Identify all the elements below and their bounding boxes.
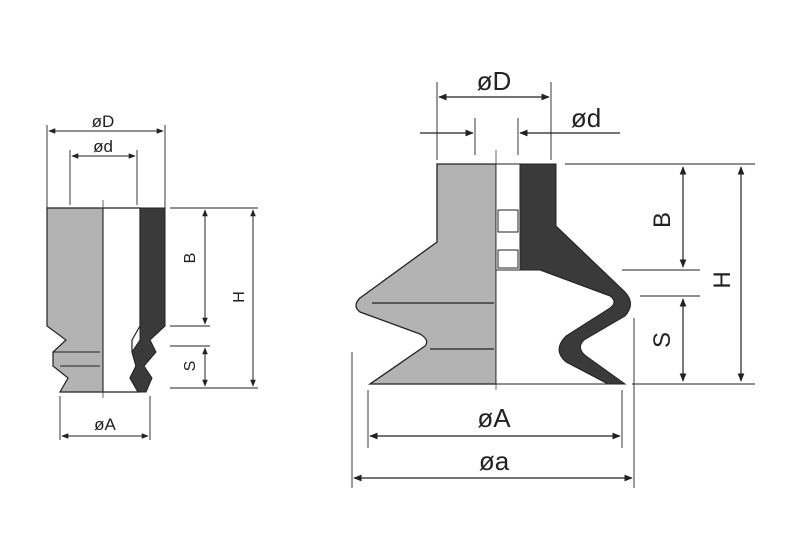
small-cup-right-wall <box>129 207 166 393</box>
small-label-outer-diameter: øD <box>92 112 115 131</box>
small-label-body-height: B <box>182 253 199 264</box>
large-label-inner-diameter: ød <box>571 103 601 133</box>
large-label-lip-diameter: øa <box>479 446 510 476</box>
small-label-stroke: S <box>182 361 199 372</box>
small-label-pad-diameter: øA <box>94 415 116 434</box>
large-label-pad-diameter: øA <box>477 403 511 433</box>
large-label-body-height: B <box>649 212 676 228</box>
large-label-total-height: H <box>709 271 736 288</box>
large-label-stroke: S <box>649 332 676 348</box>
large-label-outer-diameter: øD <box>477 66 512 96</box>
small-label-inner-diameter: ød <box>93 137 113 156</box>
small-cup-bore <box>102 207 141 393</box>
small-label-total-height: H <box>231 291 248 303</box>
large-bellows-cup: øD ød B H S øA øa <box>351 66 755 488</box>
small-bellows-cup: øD ød B H S øA <box>46 112 258 440</box>
small-cup-left-body <box>46 207 104 393</box>
large-cup-left-body <box>355 163 497 385</box>
